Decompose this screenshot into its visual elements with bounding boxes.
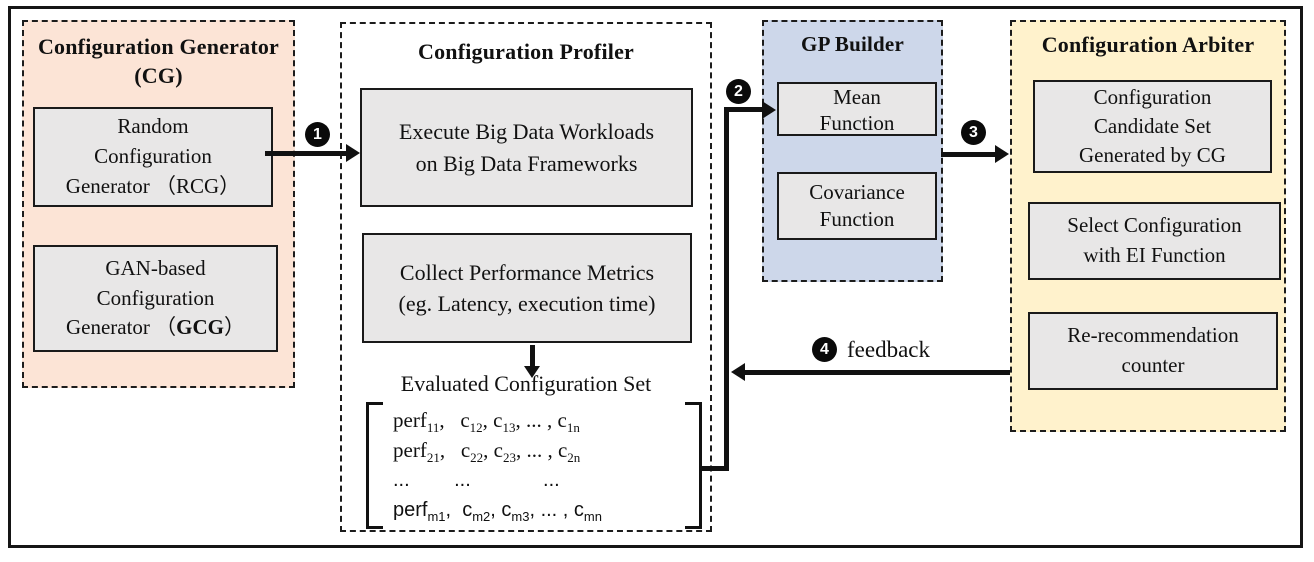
configuration-arbiter-panel: Configuration Arbiter Configuration Cand… [1010, 20, 1286, 432]
matrix-row: perf11, c12, c13, ... , c1n [393, 408, 580, 436]
matrix-right-bracket [685, 402, 702, 529]
collect-to-eval-arrow-head-icon [524, 366, 540, 378]
select-configuration-box: Select Configuration with EI Function [1028, 202, 1281, 280]
matrix-row: perfm1, cm2, cm3, ... , cmn [393, 499, 602, 524]
step-3-badge: 3 [961, 120, 986, 145]
re-recommendation-counter-box: Re-recommendation counter [1028, 312, 1278, 390]
gan-based-configuration-generator-box: GAN-based Configuration Generator （GCG） [33, 245, 278, 352]
arrow2-bottom-segment [700, 466, 729, 471]
candidate-set-box: Configuration Candidate Set Generated by… [1033, 80, 1272, 173]
mean-function-box: Mean Function [777, 82, 937, 136]
feedback-label: feedback [847, 337, 930, 362]
matrix-left-bracket [366, 402, 383, 529]
configuration-profiler-title: Configuration Profiler [417, 39, 635, 64]
matrix-row: perf21, c22, c23, ... , c2n [393, 438, 581, 466]
configuration-generator-title: Configuration Generator (CG) [37, 34, 280, 89]
gcg-box-text: GAN-based Configuration Generator （GCG） [65, 255, 246, 340]
configuration-arbiter-title: Configuration Arbiter [1041, 32, 1255, 57]
step-4-badge: 4 [812, 337, 837, 362]
random-configuration-generator-box: Random Configuration Generator （RCG） [33, 107, 273, 207]
arrow3-head-icon [995, 145, 1009, 163]
diagram-outer-frame [8, 6, 1303, 548]
arrow2-vertical-segment [724, 107, 729, 471]
arrow2-head-icon [762, 101, 776, 119]
gp-builder-panel: GP Builder Mean Function Covariance Func… [762, 20, 943, 282]
gp-builder-title: GP Builder [801, 32, 904, 56]
configuration-generator-panel: Configuration Generator (CG) Random Conf… [22, 20, 295, 388]
gcg-bold-label: GCG [176, 315, 225, 340]
arrow4-head-icon [731, 363, 745, 381]
collect-to-eval-arrow-line [530, 345, 535, 366]
matrix-row: ... ... ... [393, 469, 560, 491]
collect-metrics-box: Collect Performance Metrics (eg. Latency… [362, 233, 692, 343]
step-1-badge: 1 [305, 122, 330, 147]
covariance-function-box: Covariance Function [777, 172, 937, 240]
step-2-badge: 2 [726, 79, 751, 104]
arrow1-line [265, 151, 346, 156]
configuration-profiler-panel: Configuration Profiler Execute Big Data … [340, 22, 712, 532]
arrow2-top-segment [724, 107, 762, 112]
arrow4-line [745, 370, 1010, 375]
arrow1-head-icon [346, 144, 360, 162]
arrow3-line [941, 152, 995, 157]
execute-workloads-box: Execute Big Data Workloads on Big Data F… [360, 88, 693, 207]
